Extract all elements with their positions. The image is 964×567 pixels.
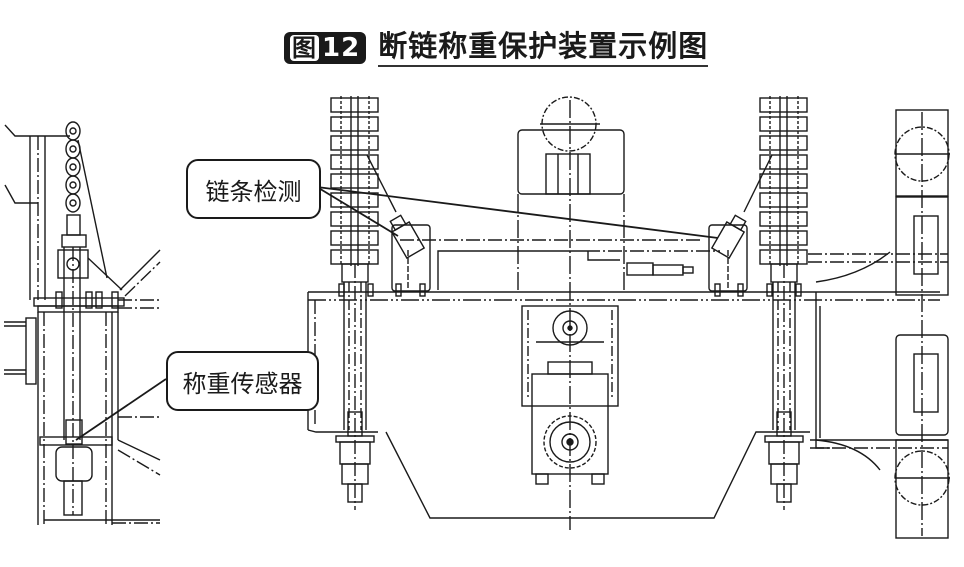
callout-weighing-sensor: 称重传感器 [166, 351, 319, 411]
limit-switch-left [389, 214, 426, 259]
figure-badge-number: 12 [322, 33, 361, 63]
bolts-front [338, 283, 802, 297]
motor-gear [543, 415, 597, 469]
front-view [307, 96, 950, 539]
limit-switch-right [710, 214, 747, 259]
callout-chain-detection: 链条检测 [186, 159, 321, 219]
leader-lines [75, 186, 719, 441]
chain-stack-right [759, 96, 808, 266]
leader-chain-right [316, 186, 719, 239]
leader-chain-left [316, 186, 399, 237]
callout-weighing-sensor-label: 称重传感器 [182, 369, 303, 398]
figure-title-text: 断链称重保护装置示例图 [378, 29, 709, 67]
callout-chain-detection-label: 链条检测 [205, 177, 302, 206]
figure-title: 图 12 断链称重保护装置示例图 [284, 26, 709, 70]
leader-weight-sensor [75, 378, 167, 441]
figure-badge-prefix: 图 [290, 34, 319, 62]
left-side-view [4, 121, 161, 525]
chain-stack-left [330, 96, 379, 266]
figure-badge: 图 12 [284, 32, 367, 64]
